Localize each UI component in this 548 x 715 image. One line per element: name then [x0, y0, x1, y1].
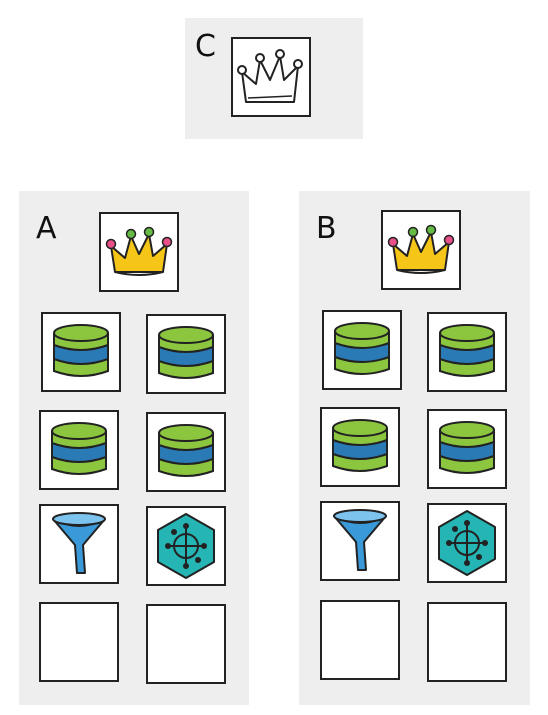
grid-cell — [146, 506, 226, 586]
database-icon — [332, 419, 388, 472]
database-icon — [53, 324, 109, 377]
panel-letter: A — [36, 211, 57, 246]
hexagon-network-icon — [157, 513, 215, 579]
grid-cell — [320, 407, 400, 487]
grid-cell — [322, 310, 402, 390]
crown-color-icon — [105, 226, 173, 276]
grid-cell — [41, 312, 121, 392]
grid-cell — [320, 501, 400, 581]
empty-cell — [39, 602, 119, 682]
database-icon — [158, 424, 214, 477]
database-icon — [51, 422, 107, 475]
crown-outline-icon — [237, 49, 303, 103]
header-cell — [231, 37, 311, 117]
panel-letter: B — [316, 211, 337, 246]
database-icon — [334, 322, 390, 375]
funnel-icon — [52, 512, 106, 574]
grid-cell — [39, 410, 119, 490]
grid-cell — [146, 314, 226, 394]
panel-c: C — [185, 18, 363, 139]
hexagon-network-icon — [438, 510, 496, 576]
panel-a: A — [19, 191, 249, 705]
panel-letter: C — [195, 29, 216, 64]
grid-cell — [427, 312, 507, 392]
empty-cell — [427, 602, 507, 682]
grid-cell — [427, 503, 507, 583]
header-cell — [99, 212, 179, 292]
panel-b: B — [299, 191, 530, 705]
grid-cell — [146, 412, 226, 492]
crown-color-icon — [387, 224, 455, 274]
funnel-icon — [333, 509, 387, 571]
database-icon — [439, 421, 495, 474]
empty-cell — [146, 604, 226, 684]
grid-cell — [39, 504, 119, 584]
database-icon — [158, 326, 214, 379]
database-icon — [439, 324, 495, 377]
header-cell — [381, 210, 461, 290]
grid-cell — [427, 409, 507, 489]
empty-cell — [320, 600, 400, 680]
